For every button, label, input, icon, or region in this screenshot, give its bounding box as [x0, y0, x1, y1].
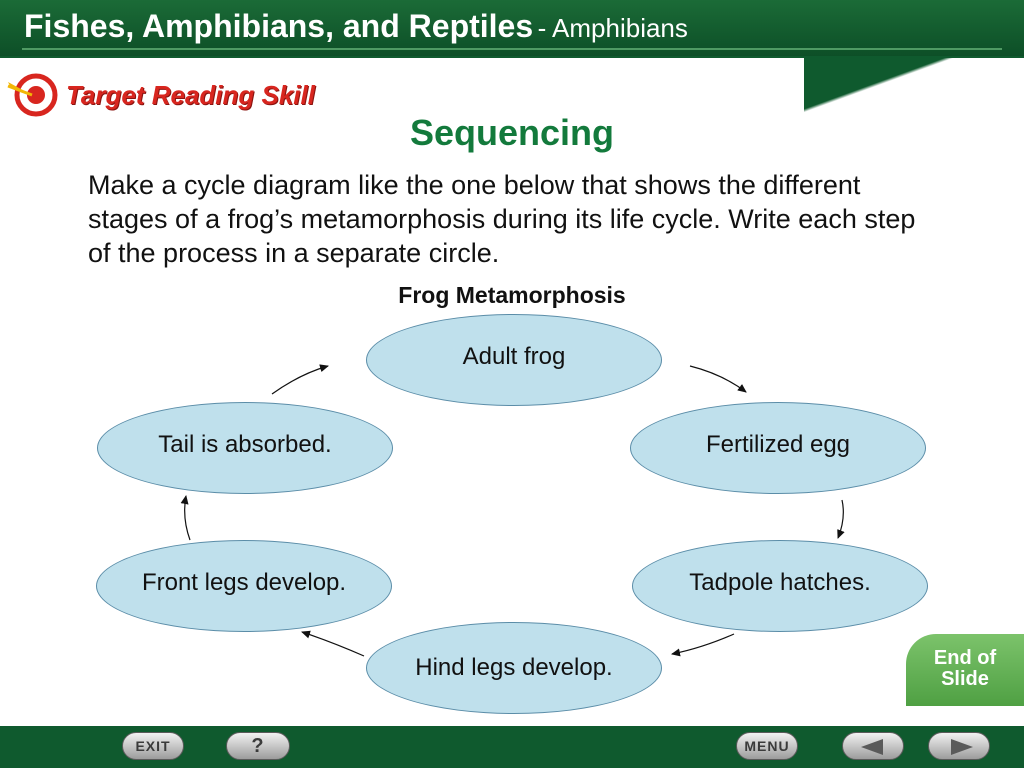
end-of-slide-line2: Slide	[941, 668, 989, 690]
end-of-slide-tab[interactable]: End of Slide	[906, 634, 1024, 706]
stage-label: Fertilized egg	[705, 431, 851, 458]
stage-label: Hind legs develop.	[415, 654, 613, 681]
stage-label: Tadpole hatches.	[689, 569, 871, 596]
instructions-text: Make a cycle diagram like the one below …	[88, 170, 916, 268]
stage-label: Adult frog	[462, 343, 566, 370]
stage-hind-legs: Hind legs develop.	[366, 622, 662, 714]
help-button[interactable]: ?	[226, 732, 290, 760]
chapter-title: Fishes, Amphibians, and Reptiles	[24, 8, 534, 44]
previous-arrow-icon[interactable]	[842, 732, 904, 760]
section-subtitle: - Amphibians	[537, 13, 688, 43]
end-of-slide-line1: End of	[933, 647, 997, 669]
diagram-title: Frog Metamorphosis	[398, 282, 626, 308]
target-icon	[7, 73, 58, 117]
page-title: Sequencing	[409, 112, 615, 153]
next-arrow-icon[interactable]	[928, 732, 990, 760]
stage-tail-absorbed: Tail is absorbed.	[97, 402, 393, 494]
header-bar: Fishes, Amphibians, and Reptiles - Amphi…	[0, 0, 1024, 56]
header-title: Fishes, Amphibians, and Reptiles - Amphi…	[24, 8, 688, 45]
stage-label: Front legs develop.	[141, 569, 347, 596]
stage-tadpole-hatches: Tadpole hatches.	[632, 540, 928, 632]
target-reading-skill-label: Target Reading Skill	[66, 80, 315, 110]
header-divider	[22, 48, 1002, 50]
stage-label: Tail is absorbed.	[158, 431, 332, 458]
target-reading-skill-banner: Target Reading Skill	[6, 72, 366, 118]
stage-front-legs: Front legs develop.	[96, 540, 392, 632]
stage-adult-frog: Adult frog	[366, 314, 662, 406]
exit-button[interactable]: EXIT	[122, 732, 184, 760]
stage-fertilized-egg: Fertilized egg	[630, 402, 926, 494]
menu-button[interactable]: MENU	[736, 732, 798, 760]
